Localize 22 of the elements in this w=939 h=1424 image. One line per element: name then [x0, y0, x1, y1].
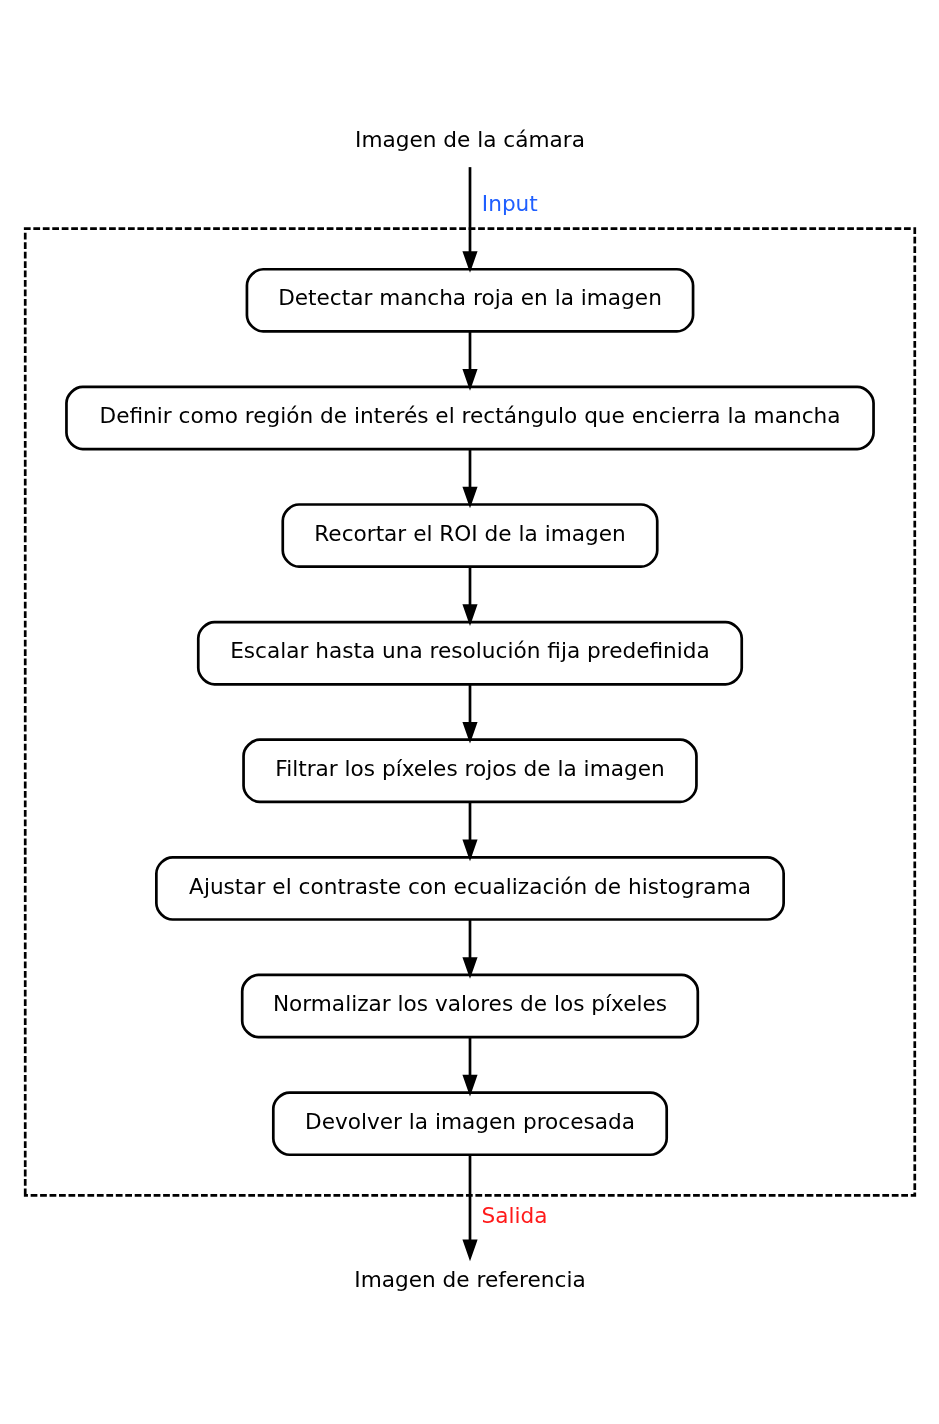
node-box: Recortar el ROI de la imagen [280, 503, 659, 568]
arrow [461, 1155, 478, 1262]
node-text: Imagen de referencia [353, 1266, 586, 1292]
arrow [461, 567, 478, 626]
cluster [23, 227, 916, 1197]
node-box: Detectar mancha roja en la imagen [245, 267, 694, 333]
edge-label: Salida [481, 1203, 548, 1229]
node-box: Ajustar el contraste con ecualización de histograma [154, 856, 785, 921]
node-text: Imagen de la cámara [354, 127, 585, 153]
arrow [461, 684, 478, 744]
node-box: Escalar hasta una resolución fija predefinida [196, 620, 743, 686]
edge-label: Input [481, 190, 538, 216]
arrow [461, 331, 478, 391]
node-box: Devolver la imagen procesada [271, 1091, 668, 1157]
arrow [461, 919, 478, 979]
arrow [461, 449, 478, 509]
node-box: Normalizar los valores de los píxeles [240, 973, 699, 1039]
node-box: Definir como región de interés el rectángulo que encierra la mancha [64, 385, 875, 451]
arrow [461, 802, 478, 862]
arrow [461, 167, 478, 273]
arrow [461, 1037, 478, 1097]
node-box: Filtrar los píxeles rojos de la imagen [241, 738, 698, 804]
